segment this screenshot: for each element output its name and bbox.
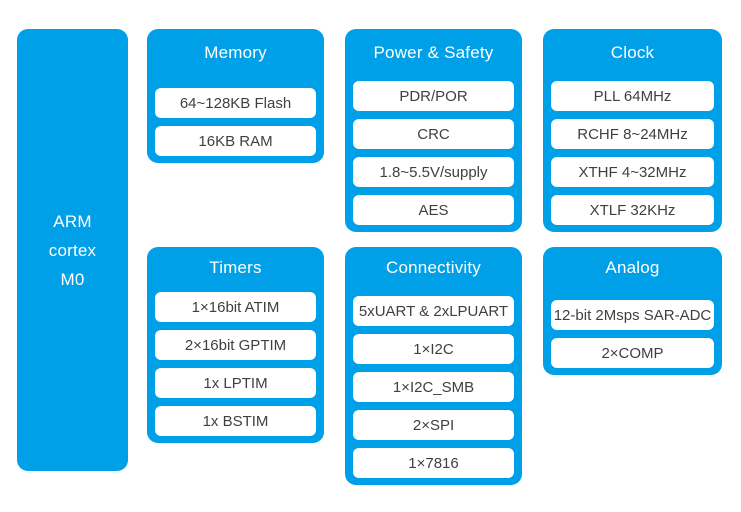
block-analog: Analog 12-bit 2Msps SAR-ADC 2×COMP [543,247,722,375]
block-memory-items: 64~128KB Flash 16KB RAM [147,88,324,163]
block-item: 2×16bit GPTIM [155,330,316,360]
cpu-label: ARM cortex M0 [49,207,97,294]
block-item: 5xUART & 2xLPUART [353,296,514,326]
block-power-safety: Power & Safety PDR/POR CRC 1.8~5.5V/supply… [345,29,522,232]
block-analog-title: Analog [605,258,660,277]
block-timers-title: Timers [209,258,262,277]
block-memory: Memory 64~128KB Flash 16KB RAM [147,29,324,163]
block-item: 1x BSTIM [155,406,316,436]
block-memory-title: Memory [204,43,267,62]
block-timers-items: 1×16bit ATIM 2×16bit GPTIM 1x LPTIM 1x BSTI… [147,292,324,443]
cpu-label-line-3: M0 [60,269,85,289]
block-item: PDR/POR [353,81,514,111]
block-item: 2×COMP [551,338,714,368]
block-item: 16KB RAM [155,126,316,156]
block-connectivity: Connectivity 5xUART & 2xLPUART 1×I2C 1×I2C… [345,247,522,485]
block-item: 1.8~5.5V/supply [353,157,514,187]
block-analog-items: 12-bit 2Msps SAR-ADC 2×COMP [543,300,722,375]
block-item: 2×SPI [353,410,514,440]
block-clock-title: Clock [610,43,655,62]
block-item: AES [353,195,514,225]
block-item: 1x LPTIM [155,368,316,398]
cpu-label-line-1: ARM [53,211,92,231]
block-item: 1×I2C [353,334,514,364]
cpu-block-arm-cortex-m0: ARM cortex M0 [17,29,128,471]
cpu-label-line-2: cortex [48,240,97,260]
block-timers: Timers 1×16bit ATIM 2×16bit GPTIM 1x LPTIM… [147,247,324,443]
block-item: CRC [353,119,514,149]
block-connectivity-items: 5xUART & 2xLPUART 1×I2C 1×I2C_SMB 2×SPI 1×78… [345,296,522,485]
block-item: PLL 64MHz [551,81,714,111]
block-item: XTHF 4~32MHz [551,157,714,187]
block-item: RCHF 8~24MHz [551,119,714,149]
block-item: 1×I2C_SMB [353,372,514,402]
block-item: 1×16bit ATIM [155,292,316,322]
block-item: 1×7816 [353,448,514,478]
block-item: XTLF 32KHz [551,195,714,225]
block-item: 12-bit 2Msps SAR-ADC [551,300,714,330]
block-item: 64~128KB Flash [155,88,316,118]
block-power-safety-title: Power & Safety [373,43,494,62]
block-connectivity-title: Connectivity [386,258,481,277]
